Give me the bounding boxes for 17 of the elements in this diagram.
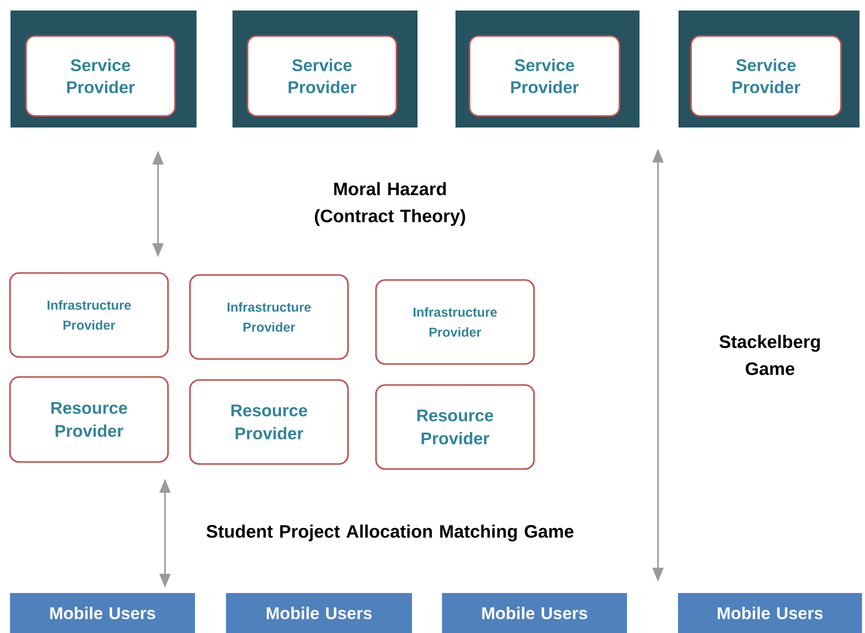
user-bar: Mobile Users [678, 593, 862, 633]
provider-box: Service Provider [25, 35, 176, 117]
provider-box: Resource Provider [189, 379, 349, 465]
provider-box: Service Provider [246, 35, 398, 117]
provider-box: Service Provider [468, 35, 620, 117]
provider-box: Infrastructure Provider [375, 279, 535, 365]
heading-text: Student Project Allocation Matching Game [206, 524, 574, 542]
provider-box: Infrastructure Provider [9, 272, 169, 358]
heading-text: Stackelberg Game [720, 334, 820, 376]
user-bar: Mobile Users [226, 593, 412, 633]
provider-box: Resource Provider [9, 376, 169, 463]
provider-box: Infrastructure Provider [189, 274, 349, 360]
user-bar: Mobile Users [10, 593, 195, 633]
heading-text: Moral Hazard (Contract Theory) [314, 182, 466, 226]
provider-box: Resource Provider [375, 384, 535, 470]
provider-box: Service Provider [690, 35, 842, 117]
user-bar: Mobile Users [442, 593, 627, 633]
